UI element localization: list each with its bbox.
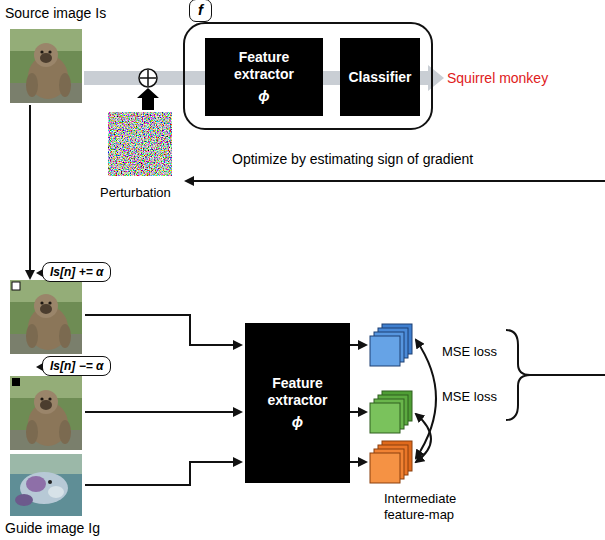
map-label: Intermediate feature-map	[384, 491, 494, 522]
process-note: Optimize by estimating sign of gradient	[232, 151, 473, 168]
image-label: Perturbation	[100, 185, 171, 201]
process-box: Feature extractor ϕ	[245, 323, 350, 483]
node-text: ϕ	[258, 87, 269, 105]
image-label: Guide image Ig	[5, 520, 100, 537]
feature-map-green	[370, 391, 412, 433]
source-minus-image	[10, 376, 82, 450]
node-text: Classifier	[348, 69, 411, 86]
model-box: fFeature extractorϕClassifier	[183, 22, 433, 130]
node-text: Feature extractor	[213, 49, 315, 83]
loss-wire	[530, 374, 605, 376]
input-wire	[85, 315, 241, 345]
feedback-arrow	[186, 180, 605, 182]
output-wire	[350, 461, 366, 463]
source-plus-image	[10, 280, 82, 354]
loss-label: MSE loss	[442, 389, 497, 405]
input-wire	[85, 462, 241, 485]
class-output: Squirrel monkey	[447, 70, 548, 87]
image-label: Source image Is	[5, 5, 106, 22]
sum-brace	[506, 330, 530, 420]
output-wire	[350, 344, 366, 346]
process-box: Feature extractor ϕ	[205, 38, 323, 116]
output-wire	[350, 411, 366, 413]
callout-bubble: Is[n] += α	[42, 262, 111, 282]
up-arrow	[137, 88, 159, 110]
input-wire	[85, 411, 241, 413]
loss-arrow	[416, 340, 436, 458]
process-box: Classifier	[340, 38, 420, 116]
callout-bubble: Is[n] −= α	[42, 356, 111, 376]
loss-arrow	[416, 414, 431, 462]
node-text: Feature extractor	[253, 375, 342, 409]
feature-map-blue	[370, 324, 412, 366]
node-text: ϕ	[292, 413, 303, 431]
source-image	[10, 29, 82, 103]
node-text: Is[n] += α	[50, 265, 103, 279]
model-name: f	[189, 0, 212, 22]
loss-label: MSE loss	[442, 344, 497, 360]
add-operator	[140, 70, 156, 86]
feature-map-orange	[370, 441, 412, 483]
perturbation-image	[108, 112, 172, 176]
node-text: Is[n] −= α	[50, 359, 103, 373]
add-operator	[139, 69, 157, 87]
copy-arrow	[29, 105, 31, 278]
pixel-marker	[12, 282, 20, 290]
pixel-marker	[12, 378, 20, 386]
guide-image	[10, 454, 82, 516]
